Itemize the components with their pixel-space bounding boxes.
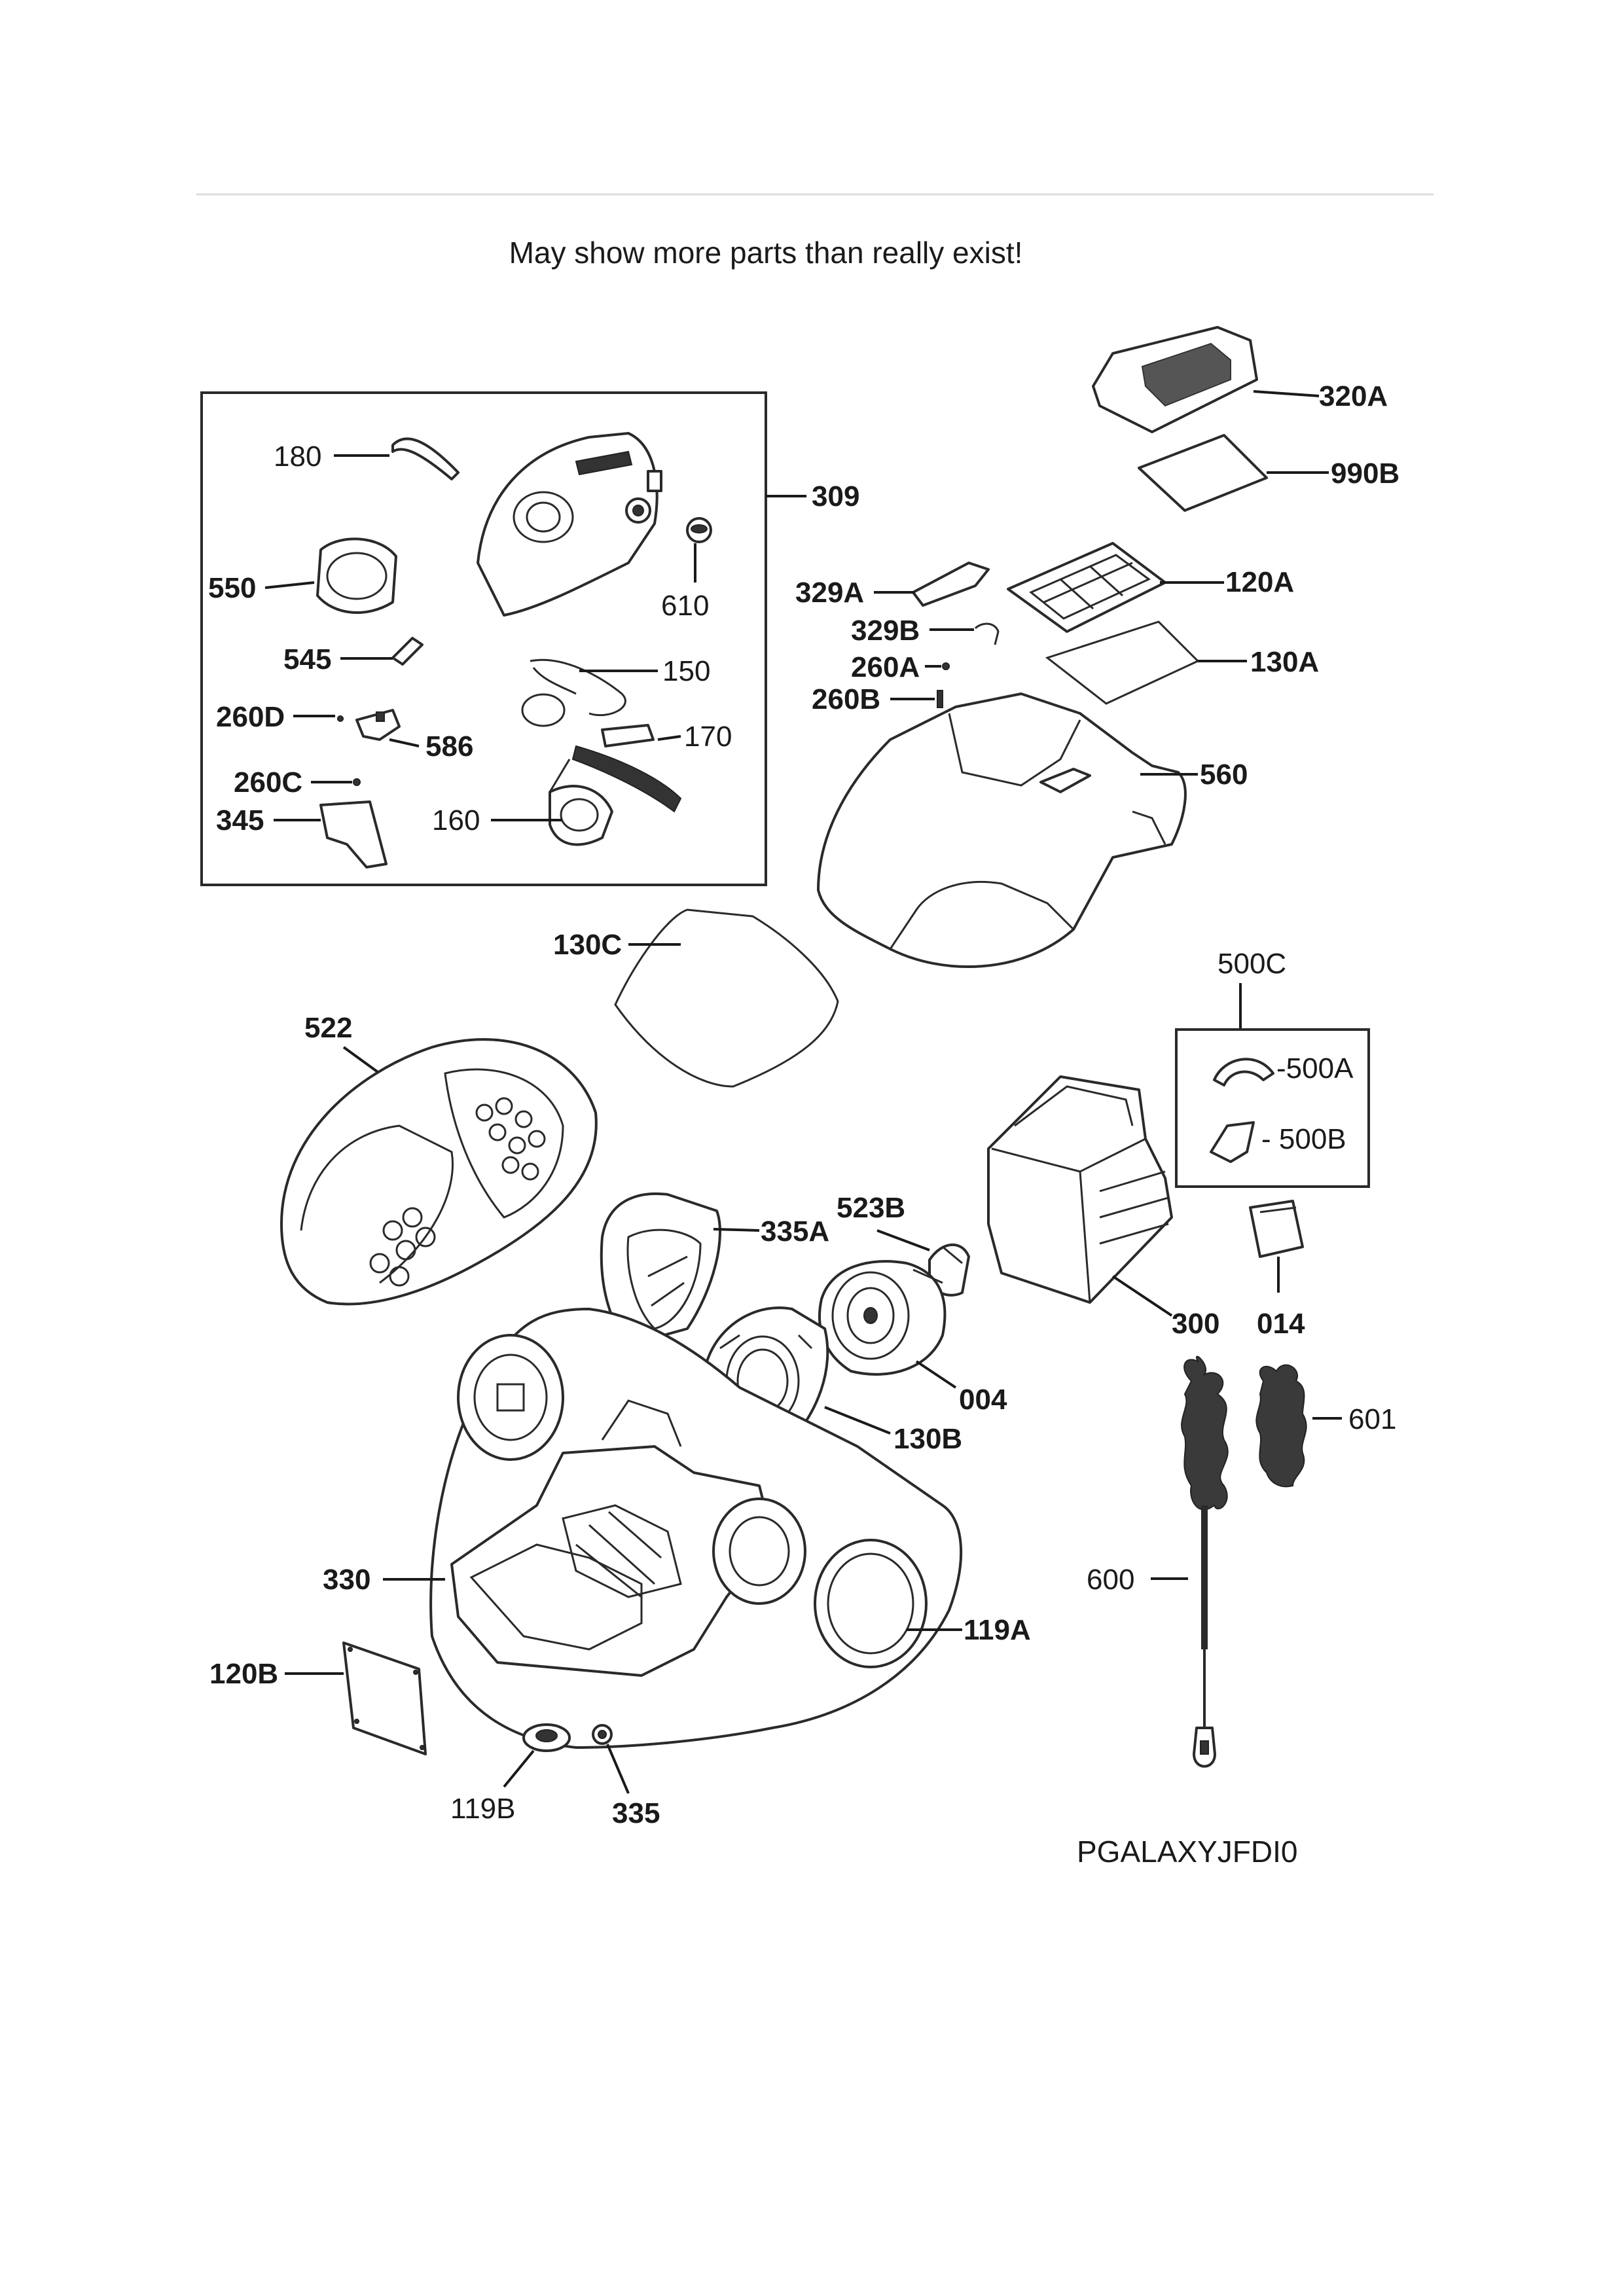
part-522-rear-cover[interactable] (280, 1038, 598, 1306)
part-545-clip[interactable] (391, 637, 424, 666)
part-990B-filter-pad[interactable] (1138, 434, 1268, 512)
part-label-601[interactable]: 601 (1348, 1403, 1396, 1435)
part-329A-slider[interactable] (912, 562, 990, 607)
part-601-duster-head[interactable] (1255, 1364, 1307, 1488)
part-label-130B[interactable]: 130B (893, 1423, 962, 1455)
part-label-545[interactable]: 545 (283, 643, 331, 675)
part-label-550[interactable]: 550 (208, 572, 256, 604)
part-500A-wheel-arc[interactable] (1213, 1058, 1274, 1086)
part-label-335[interactable]: 335 (612, 1797, 660, 1829)
part-label-120B[interactable]: 120B (209, 1658, 278, 1690)
part-label-160[interactable]: 160 (432, 804, 480, 836)
part-label-260D[interactable]: 260D (216, 701, 285, 733)
part-004-motor[interactable] (818, 1260, 947, 1376)
part-label-329B[interactable]: 329B (851, 615, 920, 647)
part-014-cartridge[interactable] (1249, 1200, 1304, 1258)
model-code: PGALAXYJFDI0 (1077, 1835, 1297, 1869)
assembly-box-309 (200, 391, 767, 886)
part-610-knob[interactable] (686, 517, 712, 543)
part-160-assembly[interactable] (549, 745, 682, 846)
part-label-522[interactable]: 522 (304, 1012, 352, 1044)
part-130A-seal-frame[interactable] (1045, 620, 1200, 705)
part-label-130A[interactable]: 130A (1250, 646, 1319, 678)
part-180-handle[interactable] (391, 437, 460, 480)
part-170-plate[interactable] (601, 724, 655, 747)
part-119B-caster[interactable] (522, 1723, 571, 1752)
part-label-345[interactable]: 345 (216, 804, 264, 836)
part-345-latch[interactable] (319, 800, 388, 869)
part-label-119A[interactable]: 119A (964, 1614, 1031, 1646)
part-label-320A[interactable]: 320A (1319, 380, 1388, 412)
part-label-335A[interactable]: 335A (761, 1215, 829, 1247)
part-500B-wheel-bracket[interactable] (1210, 1121, 1255, 1163)
disclaimer-note: May show more parts than really exist! (509, 236, 1023, 270)
part-label-130C[interactable]: 130C (553, 929, 622, 961)
part-label-990B[interactable]: 990B (1331, 457, 1399, 490)
assembly-box-500C (1175, 1028, 1370, 1188)
part-label-260A[interactable]: 260A (851, 651, 920, 683)
part-309-lid[interactable] (477, 432, 662, 617)
part-600-duster-wand[interactable] (1181, 1355, 1229, 1768)
part-label-150[interactable]: 150 (662, 655, 710, 687)
part-335-knob[interactable] (592, 1724, 613, 1745)
part-label-560[interactable]: 560 (1200, 759, 1248, 791)
part-label-300[interactable]: 300 (1172, 1308, 1219, 1340)
part-320A-grille[interactable] (1092, 326, 1258, 433)
part-label-500B[interactable]: - 500B (1261, 1123, 1346, 1155)
part-label-586[interactable]: 586 (425, 730, 473, 762)
part-label-330[interactable]: 330 (323, 1564, 370, 1596)
part-label-500A[interactable]: -500A (1276, 1052, 1354, 1085)
part-329B-spring[interactable] (974, 622, 1000, 645)
part-label-014[interactable]: 014 (1257, 1308, 1305, 1340)
part-label-120A[interactable]: 120A (1225, 566, 1294, 598)
part-label-329A[interactable]: 329A (795, 577, 864, 609)
part-label-170[interactable]: 170 (684, 721, 732, 753)
part-260B-screw[interactable] (937, 690, 943, 708)
part-300-motor-box[interactable] (987, 1075, 1173, 1304)
part-120B-plate[interactable] (342, 1641, 427, 1755)
part-335A-fan-housing[interactable] (600, 1192, 721, 1346)
part-150-seal-cable[interactable] (521, 658, 626, 727)
part-label-260B[interactable]: 260B (812, 683, 880, 715)
part-550-ring-plate[interactable] (316, 537, 397, 614)
part-label-309[interactable]: 309 (812, 480, 859, 512)
part-130C-seal[interactable] (614, 908, 839, 1088)
part-label-500C[interactable]: 500C (1218, 948, 1286, 980)
part-260C-screw[interactable] (353, 778, 361, 786)
part-119A-wheel[interactable] (814, 1539, 928, 1668)
part-label-523B[interactable]: 523B (837, 1192, 905, 1224)
part-label-180[interactable]: 180 (274, 440, 321, 473)
part-label-610[interactable]: 610 (661, 590, 709, 622)
part-label-260C[interactable]: 260C (234, 766, 302, 798)
part-label-004[interactable]: 004 (959, 1384, 1007, 1416)
part-label-119B[interactable]: 119B (450, 1793, 516, 1825)
part-586-bracket[interactable] (355, 709, 401, 741)
part-120A-hepa-filter[interactable] (1007, 542, 1166, 633)
part-260A-screw[interactable] (942, 662, 950, 670)
part-label-600[interactable]: 600 (1087, 1564, 1134, 1596)
part-260D-screw[interactable] (337, 715, 344, 722)
part-560-upper-housing[interactable] (817, 692, 1187, 968)
